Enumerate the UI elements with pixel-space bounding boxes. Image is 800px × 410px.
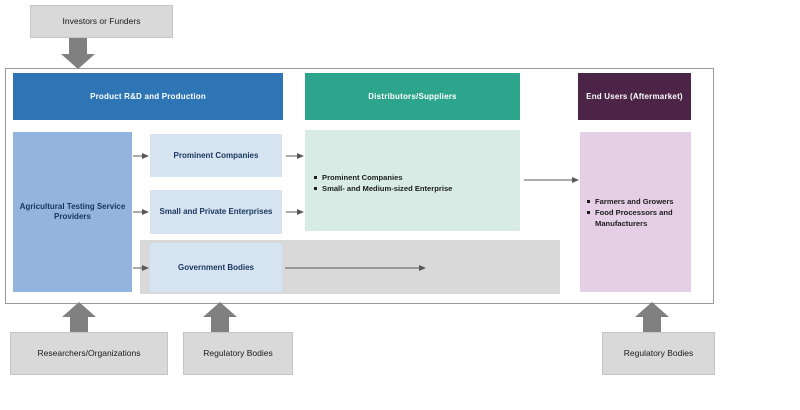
list-item: Food Processors and Manufacturers — [587, 207, 687, 229]
external-box-regulatory-bodies-right: Regulatory Bodies — [602, 332, 715, 375]
external-box-researchers-label: Researchers/Organizations — [37, 348, 141, 359]
node-government-bodies-label: Government Bodies — [177, 262, 254, 272]
panel-end-users-content — [580, 132, 691, 292]
node-government-bodies: Government Bodies — [150, 243, 282, 292]
node-prominent-companies-label: Prominent Companies — [173, 150, 259, 160]
node-prominent-companies: Prominent Companies — [150, 134, 282, 177]
external-box-investors-or-funders: Investors or Funders — [30, 5, 173, 38]
external-box-investors-label: Investors or Funders — [62, 16, 141, 27]
column-header-end-users-label: End Users (Aftermarket) — [586, 91, 683, 101]
column-header-distributors-label: Distributors/Suppliers — [368, 91, 457, 101]
block-arrow-regulatory-left-up — [203, 302, 237, 332]
block-arrow-investors-down — [61, 38, 95, 69]
block-arrow-regulatory-right-up — [635, 302, 669, 332]
block-arrow-researchers-up — [62, 302, 96, 332]
column-header-end-users-aftermarket: End Users (Aftermarket) — [578, 73, 691, 120]
column-header-product-rd-and-production: Product R&D and Production — [13, 73, 283, 120]
node-agricultural-testing-service-providers: Agricultural Testing Service Providers — [13, 132, 132, 292]
list-item: Farmers and Growers — [587, 196, 687, 207]
node-small-private-enterprises-label: Small and Private Enterprises — [159, 207, 273, 216]
list-item: Small- and Medium-sized Enterprise — [314, 183, 514, 194]
distributor-items-list: Prominent Companies Small- and Medium-si… — [314, 172, 514, 194]
external-box-researchers-organizations: Researchers/Organizations — [10, 332, 168, 375]
column-header-distributors-suppliers: Distributors/Suppliers — [305, 73, 520, 120]
external-box-regulatory-bodies-left: Regulatory Bodies — [183, 332, 293, 375]
external-box-regulatory-bodies-right-label: Regulatory Bodies — [623, 348, 694, 359]
column-header-rd-label: Product R&D and Production — [90, 91, 206, 101]
end-user-items-list: Farmers and Growers Food Processors and … — [587, 196, 687, 229]
node-service-providers-label: Agricultural Testing Service Providers — [19, 202, 126, 221]
list-item: Prominent Companies — [314, 172, 514, 183]
external-box-regulatory-bodies-left-label: Regulatory Bodies — [203, 348, 273, 359]
node-small-and-private-enterprises: Small and Private Enterprises — [150, 190, 282, 234]
panel-distributors-content — [305, 130, 520, 231]
